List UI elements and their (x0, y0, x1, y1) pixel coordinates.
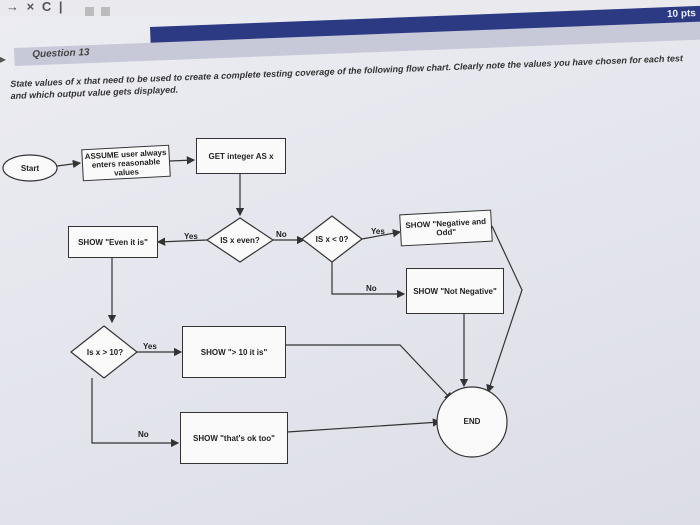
show-even-box: SHOW "Even it is" (68, 226, 158, 258)
toolbar-square-icon[interactable] (100, 7, 110, 17)
is-greater-than-10-decision: Is x > 10? (86, 348, 124, 357)
no-label: No (276, 230, 287, 239)
toolbar-square-icon[interactable] (85, 7, 94, 17)
browser-toolbar-glyphs[interactable]: → × C | (6, 0, 65, 14)
yes-label: Yes (371, 227, 385, 236)
no-label: No (138, 430, 149, 439)
show-not-negative-box: SHOW "Not Negative" (406, 268, 504, 314)
is-negative-decision: IS x < 0? (315, 235, 349, 244)
start-terminal: Start (20, 163, 40, 173)
previous-arrow-icon[interactable]: ▸ (0, 52, 7, 66)
get-input-box: GET integer AS x (196, 138, 286, 174)
show-ok-box: SHOW "that's ok too" (180, 412, 288, 464)
yes-label: Yes (184, 232, 198, 241)
end-terminal: END (463, 416, 481, 426)
show-greater-10-box: SHOW "> 10 it is" (182, 326, 286, 378)
show-negative-odd-box: SHOW "Negative and Odd" (399, 209, 493, 247)
no-label: No (366, 284, 377, 293)
is-even-decision: IS x even? (220, 236, 260, 245)
assume-process-box: ASSUME user always enters reasonable val… (81, 144, 171, 182)
yes-label: Yes (143, 342, 157, 351)
